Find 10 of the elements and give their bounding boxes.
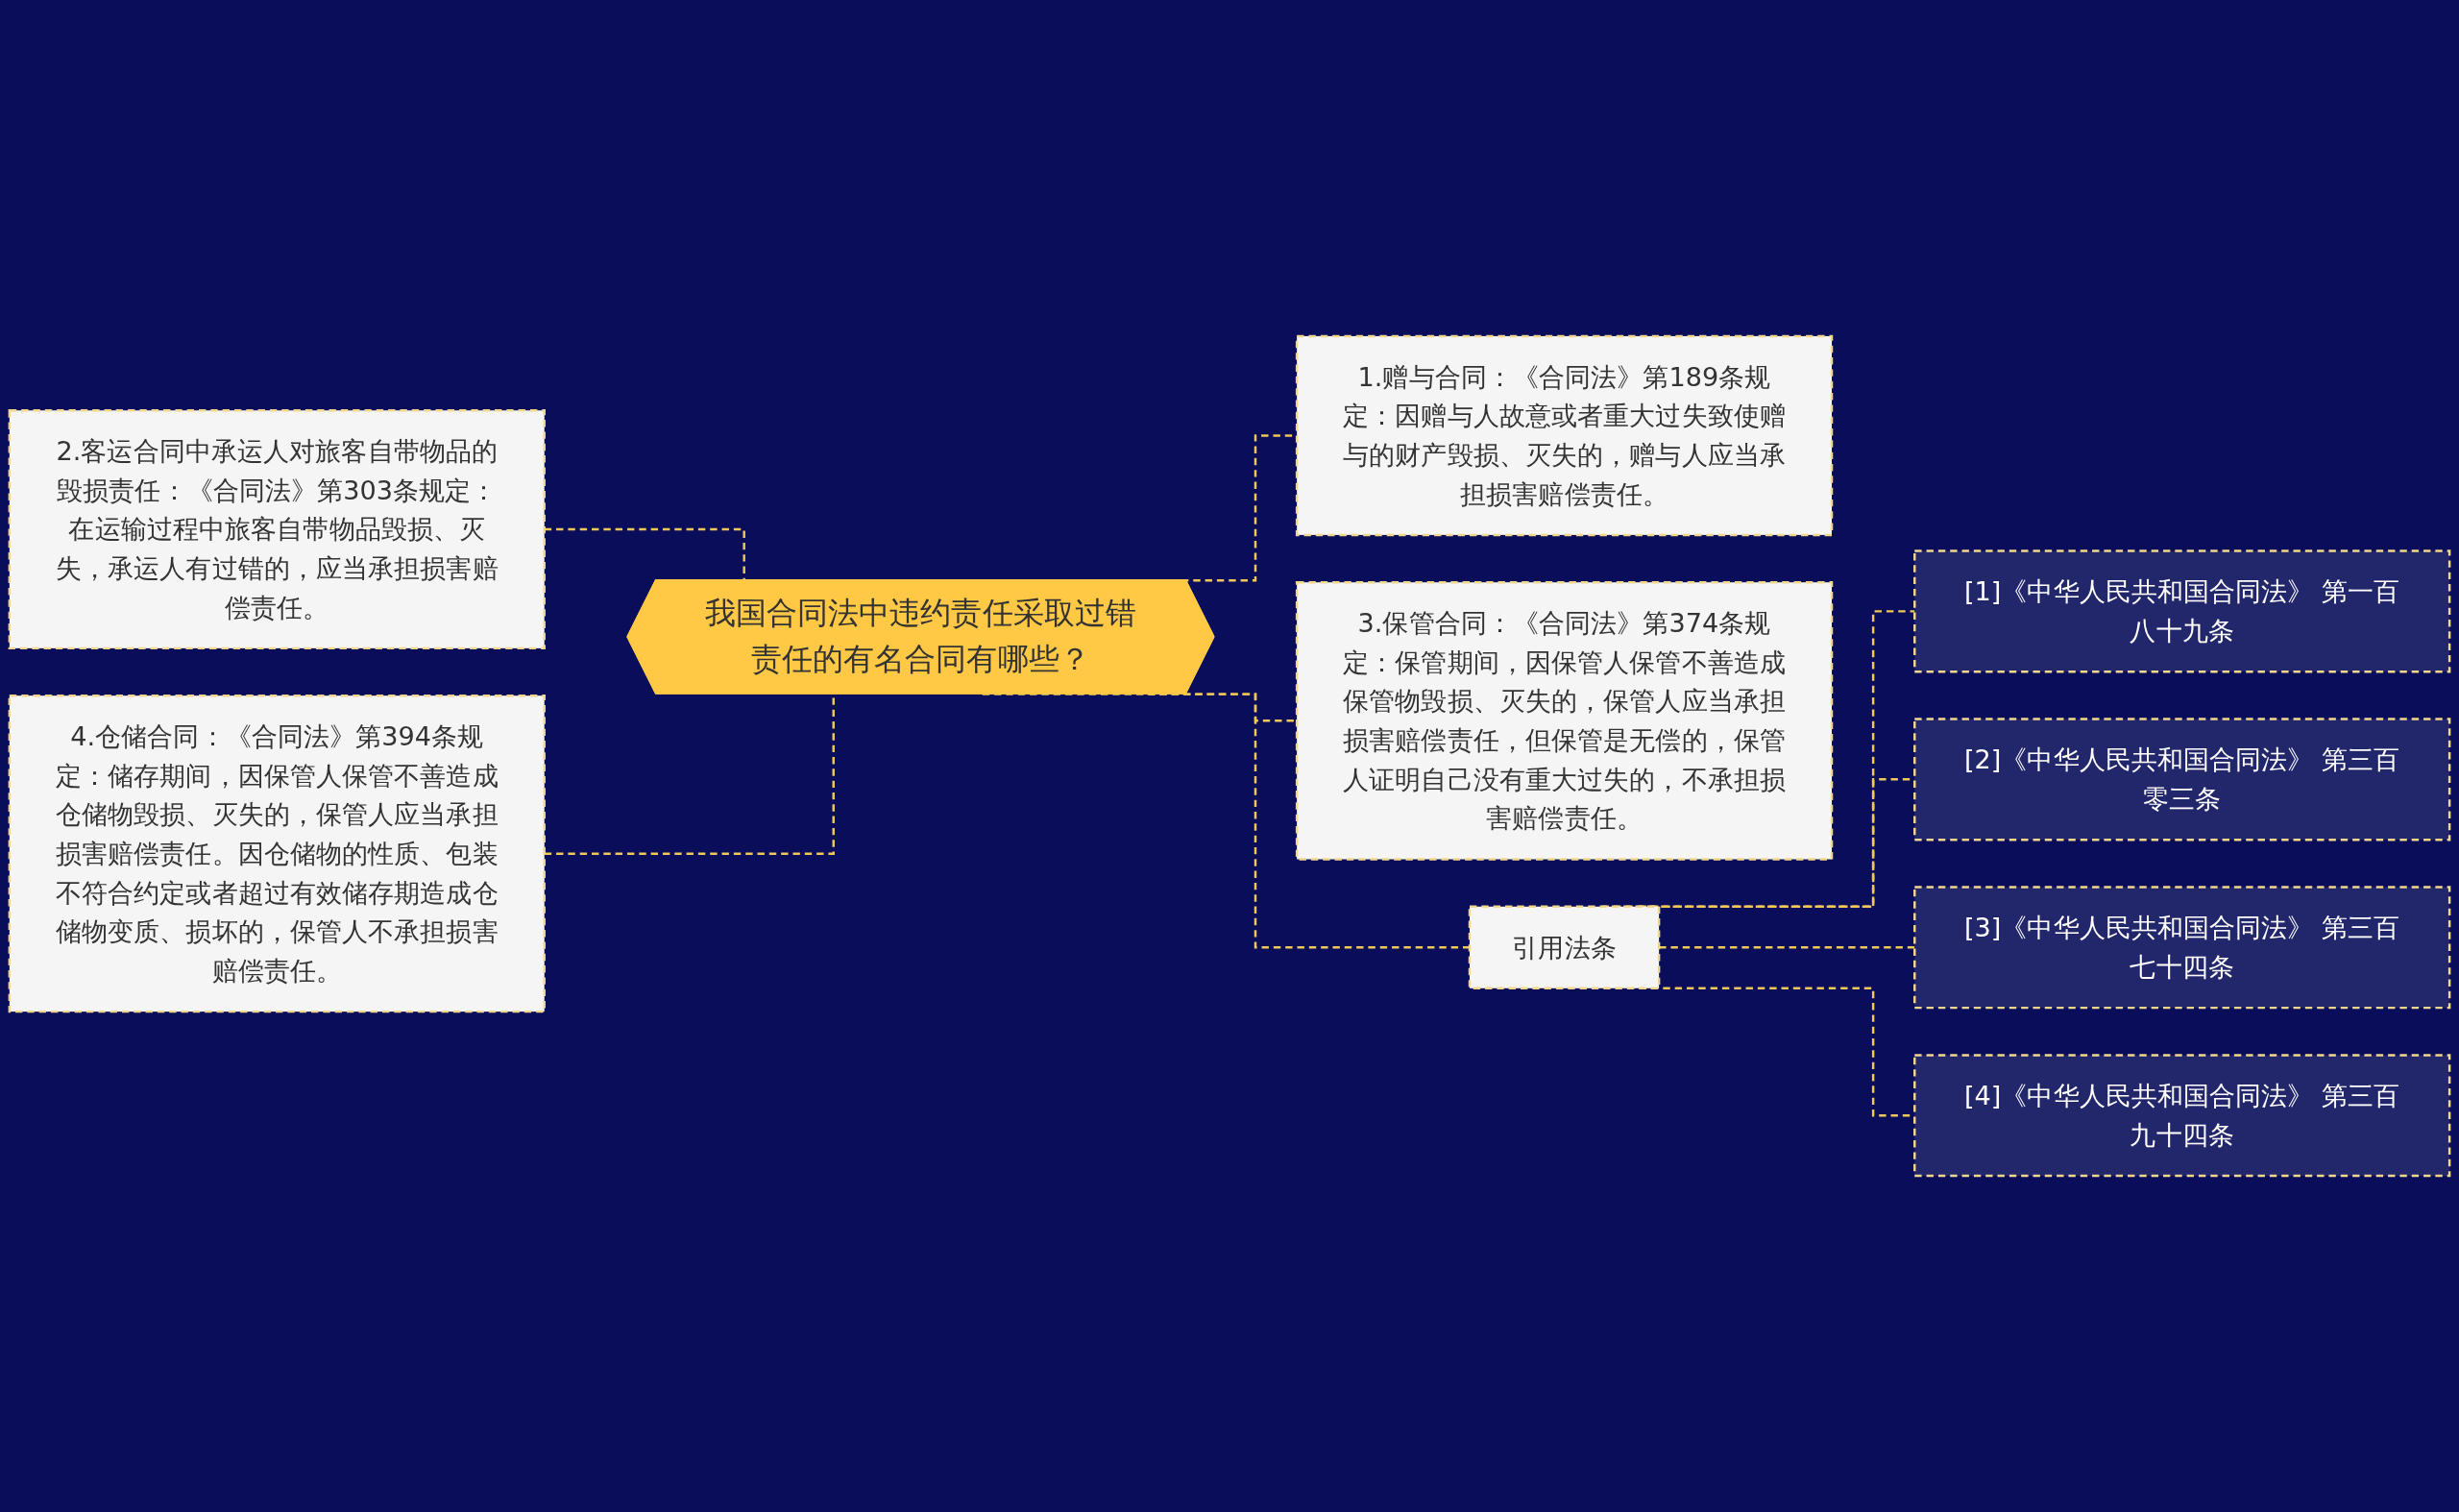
node-box: 引用法条 (1468, 905, 1661, 989)
node-box: [1]《中华人民共和国合同法》 第一百八十九条 (1913, 549, 2451, 673)
node-box: 2.客运合同中承运人对旅客自带物品的毁损责任：《合同法》第303条规定：在运输过程中旅客自带物品毁损、灭失，承运人有过错的，应当承担损害赔偿责任。 (8, 409, 546, 650)
node-box: [3]《中华人民共和国合同法》 第三百七十四条 (1913, 886, 2451, 1010)
node-box: 3.保管合同：《合同法》第374条规定：保管期间，因保管人保管不善造成保管物毁损、灭失的，保管人应当承担损害赔偿责任，但保管是无偿的，保管人证明自己没有重大过失的，不承担损害赔偿责任。 (1295, 580, 1834, 861)
node-box: [2]《中华人民共和国合同法》 第三百零三条 (1913, 718, 2451, 841)
node-box: 1.赠与合同：《合同法》第189条规定：因赠与人故意或者重大过失致使赠与的财产毁损、灭失的，赠与人应当承担损害赔偿责任。 (1295, 334, 1834, 537)
connector (544, 527, 745, 581)
node-box: 4.仓储合同：《合同法》第394条规定：储存期间，因保管人保管不善造成仓储物毁损、灭失的，保管人应当承担损害赔偿责任。因仓储物的性质、包装不符合约定或者超过有效储存期造成仓储物变质、损坏的，保管人不承担损害赔偿责任。 (8, 694, 546, 1013)
node-box: [4]《中华人民共和国合同法》 第三百九十四条 (1913, 1054, 2451, 1178)
